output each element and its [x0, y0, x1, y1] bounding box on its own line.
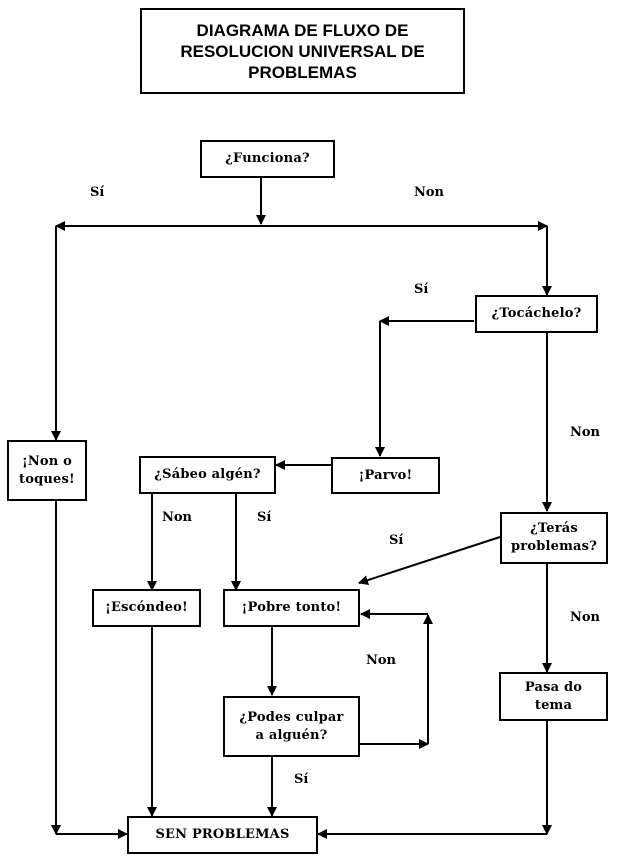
label-teras-si: Sí [389, 533, 404, 548]
label-funciona-non: Non [414, 185, 445, 200]
node-pobre-tonto-label: ¡Pobre tonto! [241, 600, 342, 615]
node-sabeo-algen-label: ¿Sábeo algén? [154, 467, 261, 482]
label-tocachelo-non: Non [570, 425, 601, 440]
node-tocachelo-label: ¿Tocáchelo? [491, 306, 582, 321]
node-non-o-toques: ¡Non o toques! [7, 440, 87, 501]
node-sen-problemas-label: SEN PROBLEMAS [155, 827, 290, 842]
node-podes-culpar-label: ¿Podes culpar a alguén? [239, 709, 344, 743]
label-teras-non: Non [570, 610, 601, 625]
label-sabeo-si: Sí [257, 510, 272, 525]
node-funciona: ¿Funciona? [200, 140, 335, 178]
node-parvo: ¡Parvo! [331, 457, 440, 494]
label-culpar-non: Non [366, 653, 397, 668]
node-escondeo: ¡Escóndeo! [92, 589, 201, 627]
label-culpar-si: Sí [294, 772, 309, 787]
node-funciona-label: ¿Funciona? [225, 151, 310, 166]
node-tocachelo: ¿Tocáchelo? [475, 295, 598, 333]
node-teras-problemas-label: ¿Terás problemas? [510, 521, 598, 554]
diagram-title-text: DIAGRAMA DE FLUXO DE RESOLUCION UNIVERSA… [180, 20, 425, 82]
node-sabeo-algen: ¿Sábeo algén? [139, 456, 276, 494]
node-pasa-do-tema-label: Pasa do tema [524, 679, 583, 713]
diagram-title: DIAGRAMA DE FLUXO DE RESOLUCION UNIVERSA… [140, 8, 465, 94]
node-teras-problemas: ¿Terás problemas? [500, 512, 608, 564]
node-escondeo-label: ¡Escóndeo! [105, 600, 188, 615]
label-sabeo-non: Non [162, 510, 193, 525]
node-pasa-do-tema: Pasa do tema [499, 672, 608, 721]
node-podes-culpar: ¿Podes culpar a alguén? [223, 696, 360, 757]
node-pobre-tonto: ¡Pobre tonto! [223, 589, 360, 627]
label-funciona-si: Sí [90, 185, 105, 200]
edge-teras-si-to-pobre-tonto [358, 536, 501, 585]
node-sen-problemas: SEN PROBLEMAS [127, 816, 318, 854]
node-parvo-label: ¡Parvo! [358, 467, 413, 483]
label-tocachelo-si: Sí [414, 282, 429, 297]
node-non-o-toques-label: ¡Non o toques! [19, 453, 75, 487]
